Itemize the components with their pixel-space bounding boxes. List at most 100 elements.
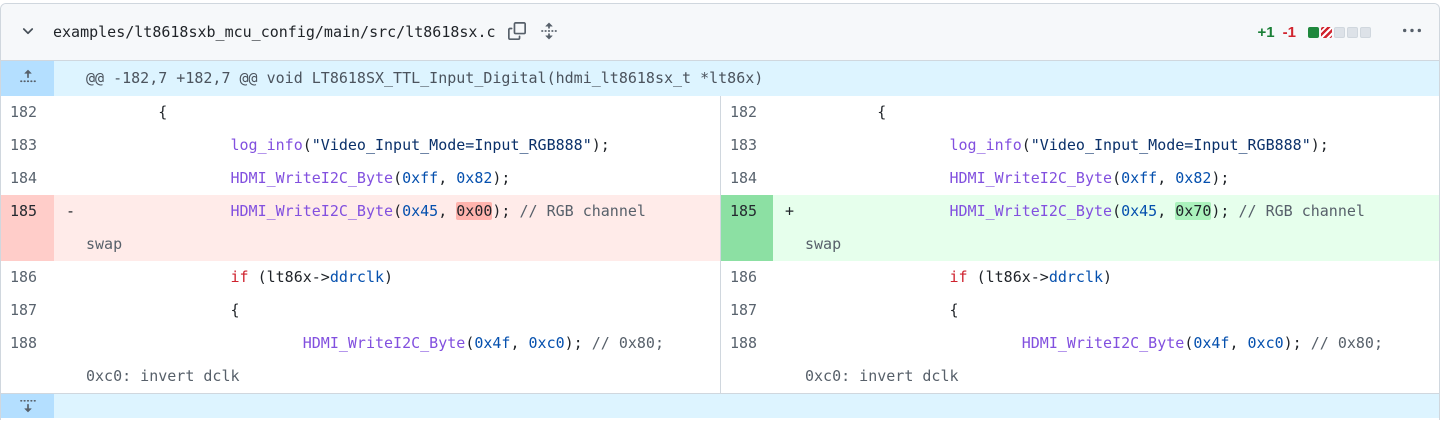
- diff-marker: [773, 162, 805, 195]
- code-segment: ,: [1229, 334, 1248, 352]
- code-segment: );: [1211, 202, 1239, 220]
- code-segment: HDMI_WriteI2C_Byte: [302, 334, 466, 352]
- code-segment: ,: [1157, 202, 1176, 220]
- code-segment: ): [384, 268, 394, 286]
- diff-marker: [54, 162, 86, 195]
- code-segment: 0xff: [1121, 169, 1158, 187]
- line-number-right[interactable]: 186: [720, 261, 773, 294]
- code-segment: 0xc0: [528, 334, 565, 352]
- file-options-button[interactable]: [1399, 18, 1425, 47]
- diff-marker: [54, 129, 86, 162]
- code-line: {: [86, 294, 720, 327]
- line-number-left[interactable]: 183: [10, 136, 38, 154]
- diffstat-square-addition: [1308, 26, 1319, 38]
- code-segment: (: [1021, 136, 1031, 154]
- line-number-right[interactable]: 182: [720, 96, 773, 129]
- diff-marker: [773, 294, 805, 327]
- expand-up-button[interactable]: [1, 61, 54, 96]
- code-line: if (lt86x->ddrclk): [86, 261, 720, 294]
- diff-table: 182 {182 {183 log_info("Video_Input_Mode…: [1, 96, 1439, 393]
- line-number-right[interactable]: 184: [720, 162, 773, 195]
- line-number-left[interactable]: 182: [10, 103, 38, 121]
- code-segment: log_info: [949, 136, 1022, 154]
- expand-down-fill: [54, 394, 1439, 418]
- code-segment: HDMI_WriteI2C_Byte: [1021, 334, 1185, 352]
- code-segment: );: [591, 136, 610, 154]
- line-number-right[interactable]: 187: [720, 294, 773, 327]
- code-segment: ): [1103, 268, 1113, 286]
- code-segment: [805, 136, 950, 154]
- hunk-header-row: @@ -182,7 +182,7 @@ void LT8618SX_TTL_In…: [1, 61, 1439, 96]
- code-line: log_info("Video_Input_Mode=Input_RGB888"…: [86, 129, 720, 162]
- expand-down-button[interactable]: [1, 394, 54, 418]
- diff-marker: [773, 96, 805, 129]
- collapse-file-button[interactable]: [15, 18, 41, 47]
- copy-path-button[interactable]: [504, 18, 530, 47]
- code-segment: );: [1310, 136, 1329, 154]
- file-path[interactable]: examples/lt8618sxb_mcu_config/main/src/l…: [53, 23, 496, 41]
- code-segment: {: [805, 103, 887, 121]
- code-segment: "Video_Input_Mode=Input_RGB888": [311, 136, 592, 154]
- code-line: log_info("Video_Input_Mode=Input_RGB888"…: [805, 129, 1439, 162]
- code-line: {: [805, 294, 1439, 327]
- code-segment: 0x45: [402, 202, 439, 220]
- line-number-right[interactable]: 185: [720, 195, 773, 261]
- code-segment: // 0x80; 0xc0: invert dclk: [86, 334, 674, 385]
- diff-marker: [54, 294, 86, 327]
- code-line: if (lt86x->ddrclk): [805, 261, 1439, 294]
- code-segment: log_info: [230, 136, 303, 154]
- hunk-header: @@ -182,7 +182,7 @@ void LT8618SX_TTL_In…: [54, 61, 1439, 96]
- code-segment: ,: [438, 202, 457, 220]
- code-segment: (: [1184, 334, 1194, 352]
- code-segment: 0x70: [1175, 202, 1212, 220]
- code-segment: );: [492, 202, 520, 220]
- line-number-right[interactable]: 188: [720, 327, 773, 393]
- code-segment: 0x45: [1121, 202, 1158, 220]
- chevron-down-icon: [19, 22, 37, 43]
- fold-up-icon: [19, 68, 37, 89]
- code-segment: [805, 169, 950, 187]
- code-segment: HDMI_WriteI2C_Byte: [230, 202, 394, 220]
- code-line: {: [86, 96, 720, 129]
- code-segment: [86, 334, 303, 352]
- code-segment: (lt86x->: [248, 268, 330, 286]
- code-segment: 0x82: [1175, 169, 1212, 187]
- unfold-icon: [540, 22, 558, 43]
- line-number-left[interactable]: 188: [10, 334, 38, 352]
- line-number-right[interactable]: 183: [720, 129, 773, 162]
- diff-marker: -: [54, 195, 86, 261]
- code-segment: [86, 202, 231, 220]
- expand-all-hunks-button[interactable]: [536, 18, 562, 47]
- code-segment: HDMI_WriteI2C_Byte: [949, 169, 1113, 187]
- code-segment: [86, 169, 231, 187]
- code-segment: [805, 202, 950, 220]
- diff-marker: [773, 327, 805, 393]
- diff-marker: [773, 261, 805, 294]
- code-segment: ,: [1157, 169, 1176, 187]
- deletions-count: -1: [1282, 23, 1296, 41]
- line-number-left[interactable]: 186: [10, 268, 38, 286]
- code-segment: {: [86, 301, 240, 319]
- code-segment: [86, 136, 231, 154]
- code-segment: 0x4f: [1193, 334, 1230, 352]
- code-line: HDMI_WriteI2C_Byte(0x4f, 0xc0); // 0x80;…: [805, 327, 1439, 393]
- diffstat-square-neutral: [1347, 26, 1358, 38]
- code-segment: {: [86, 103, 168, 121]
- code-segment: );: [1211, 169, 1230, 187]
- file-diff-card: examples/lt8618sxb_mcu_config/main/src/l…: [0, 3, 1440, 420]
- diff-marker: +: [773, 195, 805, 261]
- file-header: examples/lt8618sxb_mcu_config/main/src/l…: [1, 4, 1439, 61]
- code-segment: (lt86x->: [967, 268, 1049, 286]
- line-number-left[interactable]: 185: [1, 195, 54, 261]
- code-segment: ,: [510, 334, 529, 352]
- line-number-left[interactable]: 187: [10, 301, 38, 319]
- code-line: HDMI_WriteI2C_Byte(0x45, 0x70); // RGB c…: [805, 195, 1439, 261]
- code-segment: (: [1112, 169, 1122, 187]
- code-segment: {: [805, 301, 959, 319]
- line-number-left[interactable]: 184: [10, 169, 38, 187]
- code-segment: if: [230, 268, 249, 286]
- code-segment: "Video_Input_Mode=Input_RGB888": [1030, 136, 1311, 154]
- code-line: HDMI_WriteI2C_Byte(0xff, 0x82);: [805, 162, 1439, 195]
- diffstat: [1308, 26, 1371, 38]
- diff-marker: [54, 96, 86, 129]
